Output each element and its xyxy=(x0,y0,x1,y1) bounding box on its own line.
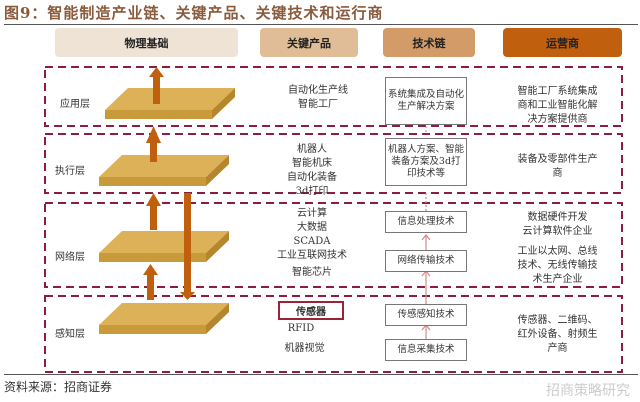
tech-box: 信息采集技术 xyxy=(385,339,467,361)
arrow-down-long xyxy=(180,193,195,300)
product-item: SCADA xyxy=(293,236,331,247)
operators-network: 数据硬件开发 云计算软件企业 工业以太网、总线 技术、无线传输技 术生产企业 xyxy=(500,211,615,287)
products-application: 自动化生产线 智能工厂 xyxy=(268,84,368,112)
header-products: 关键产品 xyxy=(260,28,358,57)
arrow-up-4 xyxy=(143,264,158,300)
tech-box: 网络传输技术 xyxy=(385,250,467,272)
operator-line: 产商 xyxy=(547,343,568,354)
operator-line: 传感器、二维码、 xyxy=(517,315,598,326)
operator-line: 云计算软件企业 xyxy=(522,226,593,237)
operator-line: 商 xyxy=(552,168,563,179)
product-item: 机器人 xyxy=(297,144,327,155)
operator-line: 智能工厂系统集成 xyxy=(517,86,598,97)
figure-title: 图9：智能制造产业链、关键产品、关键技术和运行商 xyxy=(4,4,384,22)
layer-plate xyxy=(99,303,229,334)
layer-label-network: 网络层 xyxy=(55,252,85,263)
tech-box: 信息处理技术 xyxy=(385,211,467,233)
operator-line: 商和工业智能化解 xyxy=(517,100,598,111)
title-divider xyxy=(4,24,638,25)
products-network: 云计算 大数据 SCADA 工业互联网技术 智能芯片 xyxy=(262,207,362,280)
header-tech: 技术链 xyxy=(383,28,475,57)
layer-plate xyxy=(105,88,235,119)
product-item: 云计算 xyxy=(297,208,327,219)
operator-line: 工业以太网、总线 xyxy=(517,246,598,257)
layer-plate xyxy=(99,155,229,186)
header-operators: 运营商 xyxy=(503,28,622,57)
layer-box-perception xyxy=(44,295,623,373)
operator-line: 决方案提供商 xyxy=(527,114,588,125)
product-sensor-highlight: 传感器 xyxy=(278,301,344,320)
arrow-up-3 xyxy=(146,193,161,230)
layer-label-execution: 执行层 xyxy=(55,166,85,177)
operator-line: 装备及零部件生产 xyxy=(517,154,598,165)
operator-line: 技术、无线传输技 xyxy=(517,260,598,271)
header-physical: 物理基础 xyxy=(55,28,238,57)
watermark: 招商策略研究 xyxy=(546,383,630,399)
tech-box: 系统集成及自动化生产解决方案 xyxy=(385,77,467,125)
product-item: 自动化生产线 xyxy=(288,85,348,96)
tech-box: 机器人方案、智能装备方案及3d打印技术等 xyxy=(385,138,467,186)
arrow-up-1 xyxy=(149,67,164,104)
operator-line: 数据硬件开发 xyxy=(527,212,588,223)
arrow-up-2 xyxy=(146,126,161,162)
source-note: 资料来源：招商证券 xyxy=(4,380,113,394)
layer-box-execution xyxy=(44,133,623,194)
products-execution: 机器人 智能机床 自动化装备 3d打印 xyxy=(262,143,362,199)
footer-divider xyxy=(4,374,638,375)
layer-label-perception: 感知层 xyxy=(55,329,85,340)
product-rfid: RFID xyxy=(287,323,315,334)
tech-box: 传感感知技术 xyxy=(385,304,467,326)
operators-perception: 传感器、二维码、 红外设备、射频生 产商 xyxy=(500,314,615,356)
layer-box-application xyxy=(44,66,623,127)
product-item: 3d打印 xyxy=(295,186,329,197)
operators-execution: 装备及零部件生产 商 xyxy=(500,153,615,181)
product-item: 工业互联网技术 xyxy=(277,250,347,261)
product-item: 智能工厂 xyxy=(298,99,338,110)
product-item: 自动化装备 xyxy=(287,172,337,183)
operators-application: 智能工厂系统集成 商和工业智能化解 决方案提供商 xyxy=(500,85,615,127)
layer-box-network xyxy=(44,202,623,288)
layer-plate xyxy=(99,231,229,262)
layer-label-application: 应用层 xyxy=(60,99,90,110)
product-item: 智能芯片 xyxy=(292,267,332,278)
operator-line: 红外设备、射频生 xyxy=(517,329,598,340)
product-machine-vision: 机器视觉 xyxy=(284,343,325,354)
product-item: 智能机床 xyxy=(292,158,332,169)
product-item: 大数据 xyxy=(297,222,327,233)
operator-line: 术生产企业 xyxy=(532,274,583,285)
